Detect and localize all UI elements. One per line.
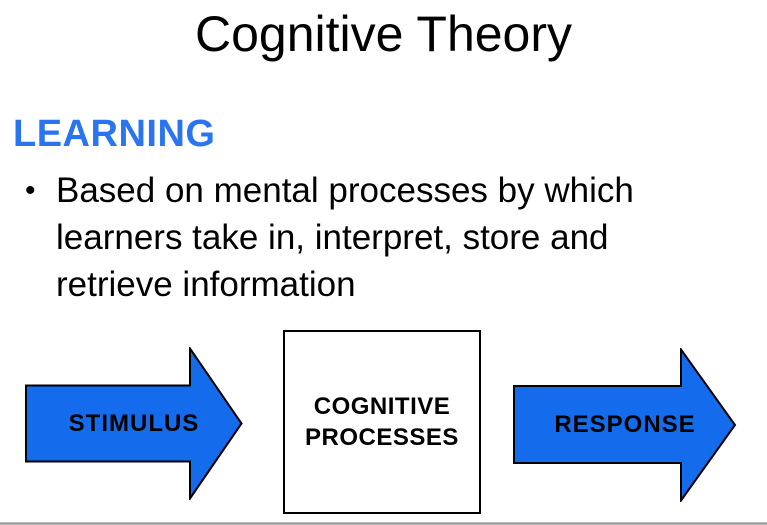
learning-heading: LEARNING <box>13 113 216 155</box>
process-box-line1: COGNITIVE <box>313 393 451 420</box>
bullet-line-3: retrieve information <box>56 265 356 304</box>
right-arrow-shape-icon <box>25 347 243 500</box>
bullet-marker: • <box>25 174 36 207</box>
stimulus-label: STIMULUS <box>68 409 200 437</box>
bullet-text: Based on mental processes by which learn… <box>56 167 745 308</box>
bottom-edge-line <box>0 522 767 525</box>
right-arrow-shape-icon <box>513 348 737 502</box>
stimulus-arrow: STIMULUS <box>25 347 243 500</box>
process-box-line2: PROCESSES <box>305 424 459 451</box>
slide-title: Cognitive Theory <box>194 6 573 62</box>
response-label: RESPONSE <box>554 411 696 438</box>
bullet-line-1: Based on mental processes by which <box>56 171 634 210</box>
cognitive-processes-box: COGNITIVE PROCESSES <box>283 330 481 514</box>
response-arrow: RESPONSE <box>513 348 737 502</box>
bullet-item: • Based on mental processes by which lea… <box>25 167 745 308</box>
bullet-line-2: learners take in, interpret, store and <box>56 218 609 257</box>
